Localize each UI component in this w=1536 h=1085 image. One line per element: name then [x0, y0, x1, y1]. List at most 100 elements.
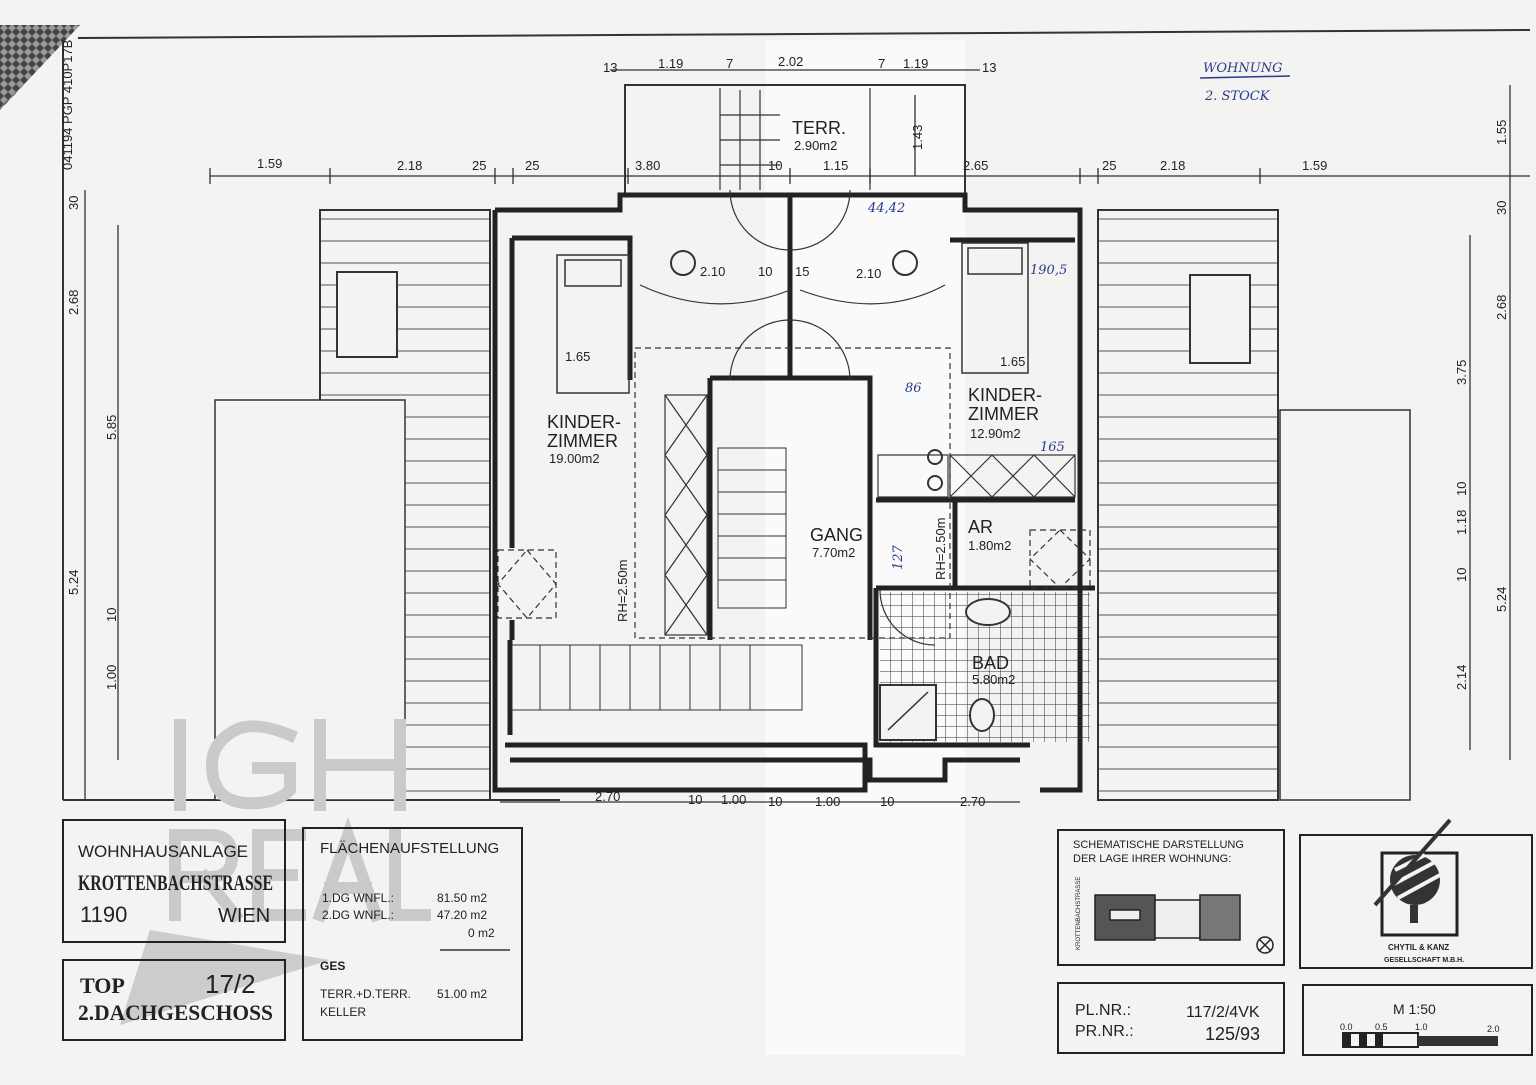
dim-left: 30	[66, 196, 81, 210]
dim-left: 1.00	[104, 665, 119, 690]
schematic-site-plan	[1094, 894, 1241, 941]
area-value: 81.50 m2	[437, 891, 487, 905]
scale-tick: 2.0	[1487, 1024, 1500, 1034]
unit-top-label: TOP	[80, 973, 125, 998]
dim-right: 2.14	[1454, 665, 1469, 690]
dim-interior: 15	[795, 264, 809, 279]
handwritten-title: WOHNUNG	[1203, 61, 1282, 76]
project-street: KROTTENBACHSTRASSE	[78, 870, 273, 895]
project-box	[62, 819, 286, 943]
north-arrow-icon	[1256, 936, 1274, 954]
paper-fold	[765, 40, 965, 1055]
plan-number-value: 117/2/4VK	[1186, 1004, 1260, 1021]
dim-left: 5.24	[66, 570, 81, 595]
firm-name: GESELLSCHAFT M.B.H.	[1384, 957, 1464, 964]
dim-second: 1.15	[823, 158, 848, 173]
dim-bottom: 2.70	[960, 794, 985, 809]
scale-bar	[1342, 1032, 1498, 1048]
plan-number-box	[1057, 982, 1285, 1054]
dim-bottom: 10	[880, 794, 894, 809]
shower	[879, 684, 937, 741]
dim-top: 1.19	[903, 56, 928, 71]
room-bad-area: 5.80m2	[972, 672, 1015, 687]
roof-right-cutout	[1279, 409, 1411, 801]
handwritten-floor: 2. STOCK	[1204, 89, 1271, 104]
skylights	[497, 347, 1091, 639]
dim-right: 3.75	[1454, 360, 1469, 385]
watermark-triangle	[120, 930, 330, 1025]
handwritten-note: 44,42	[867, 201, 905, 216]
terrace-area-label: TERR.+D.TERR.	[320, 987, 411, 1001]
unit-top-value: 17/2	[205, 969, 256, 999]
lamp-icon	[670, 250, 696, 276]
sink-icon	[965, 598, 1011, 626]
walls	[492, 192, 1095, 793]
lamp-icon	[892, 250, 918, 276]
project-name: WOHNHAUSANLAGE	[78, 842, 248, 861]
handwritten-note: 86	[905, 381, 922, 396]
terrace-railing	[719, 88, 871, 190]
corner-pattern	[0, 25, 80, 110]
dim-left: 5.85	[104, 415, 119, 440]
area-label: 2.DG WNFL.:	[322, 908, 394, 922]
handwritten-note: 165	[1040, 440, 1065, 455]
scale-tick: 0.5	[1375, 1022, 1388, 1032]
dim-interior: 1.65	[1000, 354, 1025, 369]
dim-interior: 2.10	[700, 264, 725, 279]
dim-second: 25	[472, 158, 486, 173]
scale-tick: 1.0	[1415, 1022, 1428, 1032]
room-bad-name: BAD	[972, 653, 1009, 673]
dim-top: 7	[726, 56, 733, 71]
dim-right: 1.55	[1494, 120, 1509, 145]
dim-top: 7	[878, 56, 885, 71]
area-label: 1.DG WNFL.:	[322, 891, 394, 905]
dim-bottom: 1.00	[721, 792, 746, 807]
dim-interior: 1.65	[565, 349, 590, 364]
areas-title: FLÄCHENAUFSTELLUNG	[320, 840, 499, 857]
plan-number-label: PL.NR.:	[1075, 1002, 1131, 1019]
handwritten-note: 127	[891, 544, 906, 570]
schematic-street: KROTTENBACHSTRASSE	[1076, 877, 1082, 950]
room-terrace-area: 2.90m2	[794, 138, 837, 153]
room-kid2-name: KINDER-	[968, 385, 1042, 405]
shower-drain-line	[887, 691, 929, 731]
dim-bottom: 10	[768, 794, 782, 809]
roof-left-cutout	[214, 399, 406, 801]
area-value: 0 m2	[468, 926, 495, 940]
room-gang-area: 7.70m2	[812, 545, 855, 560]
room-gang-height: RH=2.50m	[933, 518, 948, 581]
room-kid1-name: KINDER-	[547, 412, 621, 432]
dim-second: 25	[1102, 158, 1116, 173]
dim-right: 30	[1494, 201, 1509, 215]
watermark-logo	[169, 719, 431, 924]
dim-bottom: 1.00	[815, 794, 840, 809]
sheet-code: 041194 PGP 410P17B	[60, 40, 75, 170]
room-kid1-area: 19.00m2	[549, 451, 600, 466]
room-ar-name: AR	[968, 517, 993, 537]
project-number-label: PR.NR.:	[1075, 1023, 1134, 1040]
scale-box	[1302, 984, 1533, 1056]
dim-bottom: 10	[688, 792, 702, 807]
dim-right: 10	[1454, 568, 1469, 582]
scale-tick: 0.0	[1340, 1022, 1353, 1032]
staircase	[511, 447, 803, 711]
dim-right: 10	[1454, 482, 1469, 496]
room-kid2-name: ZIMMER	[968, 404, 1039, 424]
room-kid2-area: 12.90m2	[970, 426, 1021, 441]
dim-second: 2.65	[963, 158, 988, 173]
handwritten-underline	[1199, 75, 1291, 79]
dim-second: 1.59	[257, 156, 282, 171]
unit-box	[62, 959, 286, 1041]
dim-second: 2.18	[1160, 158, 1185, 173]
area-total-label: GES	[320, 959, 345, 973]
dim-right: 1.18	[1454, 510, 1469, 535]
dim-second: 1.59	[1302, 158, 1327, 173]
dim-interior: 2.10	[856, 266, 881, 281]
room-kid1-height: RH=2.50m	[615, 560, 630, 623]
terrace-area-value: 51.00 m2	[437, 987, 487, 1001]
schematic-title: SCHEMATISCHE DARSTELLUNG	[1073, 839, 1244, 851]
outlet-icon	[927, 449, 943, 465]
dim-second: 2.18	[397, 158, 422, 173]
schematic-box	[1057, 829, 1285, 966]
